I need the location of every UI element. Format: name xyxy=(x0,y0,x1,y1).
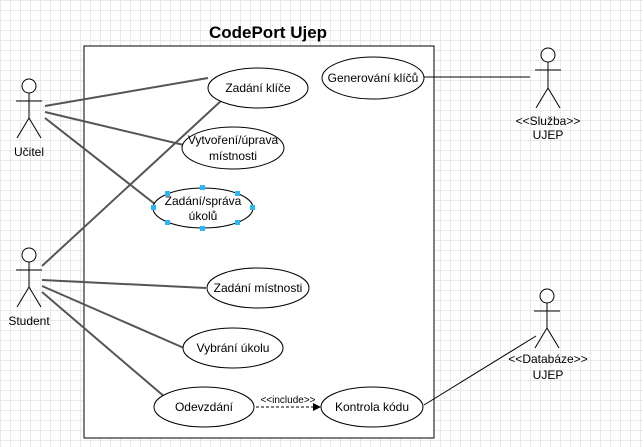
selection-handle[interactable] xyxy=(165,220,170,225)
actor-student[interactable]: Student xyxy=(8,247,50,328)
actor-databaze-ujep[interactable]: <<Databáze>> UJEP xyxy=(508,288,588,382)
system-title: CodePort Ujep xyxy=(209,23,327,42)
usecase-generovani-klicu-label: Generování klíčů xyxy=(328,71,419,85)
selection-handle[interactable] xyxy=(200,226,205,231)
actor-databaze-label: UJEP xyxy=(533,368,564,382)
assoc-ucitel-vytvoreni-mistnosti[interactable] xyxy=(44,111,189,147)
usecase-sprava-ukolu[interactable]: Zadání/správa úkolů xyxy=(151,185,255,231)
usecase-zadani-klice-label: Zadání klíče xyxy=(225,81,291,95)
assoc-student-odevzdani[interactable] xyxy=(41,291,167,399)
actor-ucitel[interactable]: Učitel xyxy=(14,78,44,159)
usecase-odevzdani-label: Odevzdání xyxy=(175,400,234,414)
usecase-kontrola-kodu[interactable]: Kontrola kódu xyxy=(320,386,424,428)
actor-head-icon xyxy=(21,247,37,263)
actor-databaze-stereotype: <<Databáze>> xyxy=(508,352,587,366)
system-boundary[interactable] xyxy=(83,45,435,439)
assoc-student-zadani-klice[interactable] xyxy=(41,99,223,267)
selection-handle[interactable] xyxy=(250,205,255,210)
usecase-vybrani-ukolu-label: Vybrání úkolu xyxy=(197,341,270,355)
selection-handle[interactable] xyxy=(235,220,240,225)
usecase-vytvoreni-mistnosti-label-line1: Vytvoření/úprava xyxy=(188,133,279,147)
usecase-zadani-mistnosti-label: Zadání místnosti xyxy=(214,281,303,295)
usecase-vybrani-ukolu[interactable]: Vybrání úkolu xyxy=(182,327,284,369)
selection-handle[interactable] xyxy=(235,191,240,196)
usecase-vytvoreni-mistnosti[interactable]: Vytvoření/úprava místnosti xyxy=(181,126,285,170)
include-label: <<include>> xyxy=(260,395,315,406)
selection-handle[interactable] xyxy=(200,185,205,190)
actor-sluzba-label: UJEP xyxy=(533,128,564,142)
assoc-kontrola-databaze[interactable] xyxy=(423,335,537,406)
actor-head-icon xyxy=(540,47,556,63)
assoc-ucitel-zadani-klice[interactable] xyxy=(44,77,209,107)
selection-handles[interactable] xyxy=(151,185,255,231)
selection-handle[interactable] xyxy=(151,205,156,210)
usecase-sprava-ukolu-label-line1: Zadání/správa xyxy=(165,194,242,208)
assoc-student-vybrani-ukolu[interactable] xyxy=(41,285,185,349)
usecase-sprava-ukolu-label-line2: úkolů xyxy=(189,209,218,223)
usecase-zadani-mistnosti[interactable]: Zadání místnosti xyxy=(206,267,310,309)
actor-ucitel-label: Učitel xyxy=(14,145,44,159)
actor-sluzba-stereotype: <<Služba>> xyxy=(516,114,581,128)
assoc-student-zadani-mistnosti[interactable] xyxy=(41,279,207,289)
usecase-generovani-klicu[interactable]: Generování klíčů xyxy=(321,56,425,100)
usecase-zadani-klice[interactable]: Zadání klíče xyxy=(207,67,309,109)
assoc-ucitel-sprava-ukolu[interactable] xyxy=(44,117,161,209)
actor-head-icon xyxy=(539,288,555,304)
usecase-kontrola-kodu-label: Kontrola kódu xyxy=(335,400,409,414)
actor-student-label: Student xyxy=(8,314,50,328)
actor-head-icon xyxy=(21,78,37,94)
usecase-vytvoreni-mistnosti-label-line2: místnosti xyxy=(209,149,257,163)
usecase-odevzdani[interactable]: Odevzdání xyxy=(153,386,255,428)
actor-sluzba-ujep[interactable]: <<Služba>> UJEP xyxy=(516,47,581,142)
selection-handle[interactable] xyxy=(165,191,170,196)
